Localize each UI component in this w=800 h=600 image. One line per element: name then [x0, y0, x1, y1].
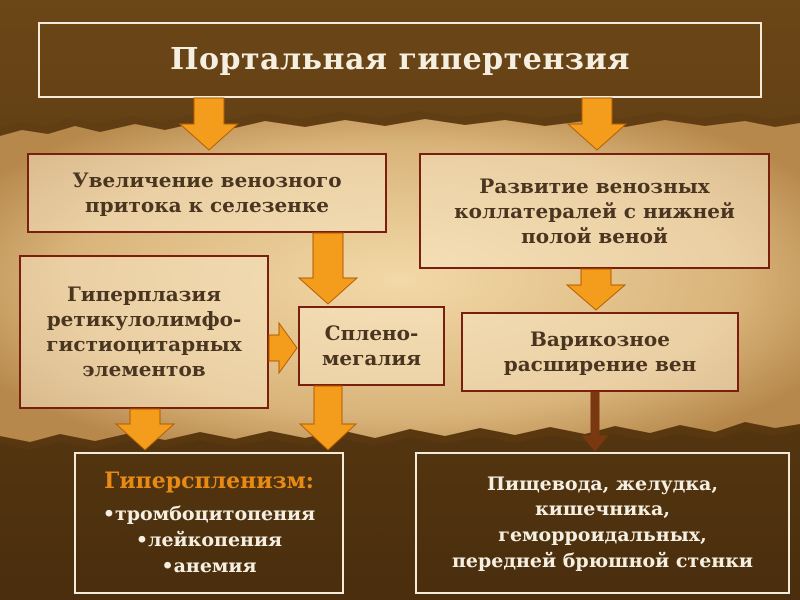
hypersplenism-item-anemia: •анемия	[161, 554, 257, 577]
hypersplenism-box: Гиперспленизм: •тромбоцитопения •лейкопе…	[74, 452, 344, 594]
collaterals-line-1: Развитие венозных	[479, 173, 710, 198]
splenomegaly-line-1: Сплено-	[324, 321, 419, 345]
varicose-sites-box: Пищевода, желудка, кишечника, геморроида…	[415, 452, 790, 594]
splenomegaly-line-2: мегалия	[321, 346, 422, 370]
hyperplasia-box: Гиперплазия ретикулолимфо- гистиоцитарны…	[19, 255, 269, 409]
collaterals-line-2: коллатералей с нижней	[454, 198, 735, 223]
varicose-line-2: расширение вен	[503, 352, 697, 376]
sites-line-2: кишечника,	[535, 498, 670, 521]
hyperplasia-line-2: ретикулолимфо-	[46, 307, 242, 331]
increase-inflow-box: Увеличение венозного притока к селезенке	[27, 153, 387, 233]
collaterals-box: Развитие венозных коллатералей с нижней …	[419, 153, 770, 269]
hypersplenism-item-leukopenia: •лейкопения	[135, 529, 283, 552]
hyperplasia-line-4: элементов	[82, 357, 206, 381]
title-box: Портальная гипертензия	[38, 22, 762, 98]
sites-line-3: геморроидальных,	[498, 524, 707, 546]
varicose-box: Варикозное расширение вен	[461, 312, 739, 392]
increase-inflow-line-2: притока к селезенке	[85, 193, 329, 217]
splenomegaly-box: Сплено- мегалия	[298, 306, 445, 386]
hyperplasia-line-3: гистиоцитарных	[46, 332, 242, 356]
diagram-title: Портальная гипертензия	[170, 42, 630, 78]
hypersplenism-heading: Гиперспленизм:	[104, 467, 314, 494]
increase-inflow-line-1: Увеличение венозного	[72, 168, 342, 192]
hypersplenism-item-thrombocytopenia: •тромбоцитопения	[102, 503, 316, 526]
varicose-line-1: Варикозное	[530, 327, 670, 351]
sites-line-1: Пищевода, желудка,	[487, 472, 718, 495]
collaterals-line-3: полой веной	[521, 223, 668, 248]
hyperplasia-line-1: Гиперплазия	[66, 282, 222, 306]
sites-line-4: передней брюшной стенки	[451, 549, 754, 572]
